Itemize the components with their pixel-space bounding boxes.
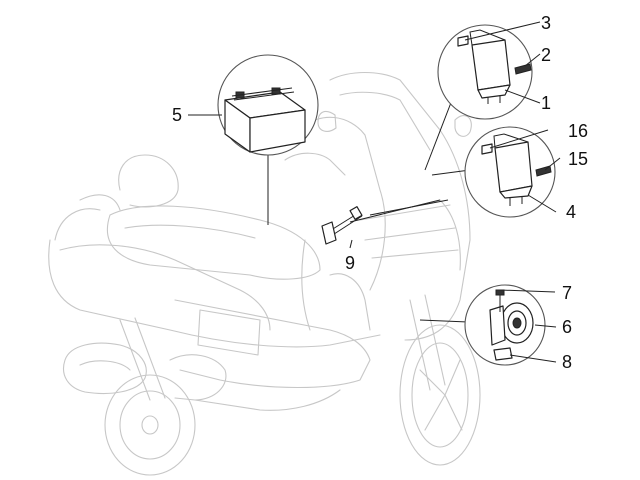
callout-5: 5 [172,105,182,125]
bolt-part [321,199,441,245]
relay-lower-detail [464,126,556,218]
callout-15: 15 [568,149,588,169]
callout-leaders [188,21,561,363]
callout-4: 4 [566,202,576,222]
relay-upper-detail [437,24,533,120]
callout-16: 16 [568,121,588,141]
callout-8: 8 [562,352,572,372]
callout-6: 6 [562,317,572,337]
callout-3: 3 [541,13,551,33]
callout-labels: 3 2 1 5 16 15 4 9 7 6 8 [172,13,588,372]
callout-2: 2 [541,45,551,65]
callout-1: 1 [541,93,551,113]
horn-detail [464,284,546,366]
callout-9: 9 [345,253,355,273]
battery-detail [217,54,319,156]
callout-7: 7 [562,283,572,303]
scooter-outline [48,72,481,476]
